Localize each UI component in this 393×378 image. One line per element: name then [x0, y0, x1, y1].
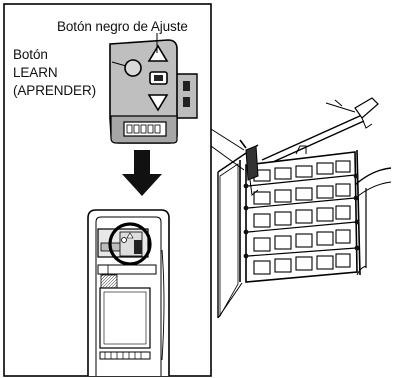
down-arrow-button — [147, 94, 169, 112]
magnifier-circle — [108, 222, 152, 266]
control-box-closeup — [109, 33, 198, 144]
learn-button-label-line2: LEARN — [13, 65, 58, 80]
opener-unit — [87, 209, 170, 376]
callout-line-bottom — [210, 145, 245, 171]
garage-door-scene — [217, 97, 392, 319]
learn-leader-line — [111, 61, 127, 67]
big-down-arrow — [122, 150, 162, 196]
callout-line-top — [210, 128, 245, 151]
learn-button-label-line1: Botón — [13, 47, 48, 62]
up-arrow-button — [147, 44, 169, 62]
learn-button-label-line3: (APRENDER) — [13, 83, 97, 98]
adjust-button-label: Botón negro de Ajuste — [57, 19, 188, 34]
learn-button — [124, 59, 142, 77]
